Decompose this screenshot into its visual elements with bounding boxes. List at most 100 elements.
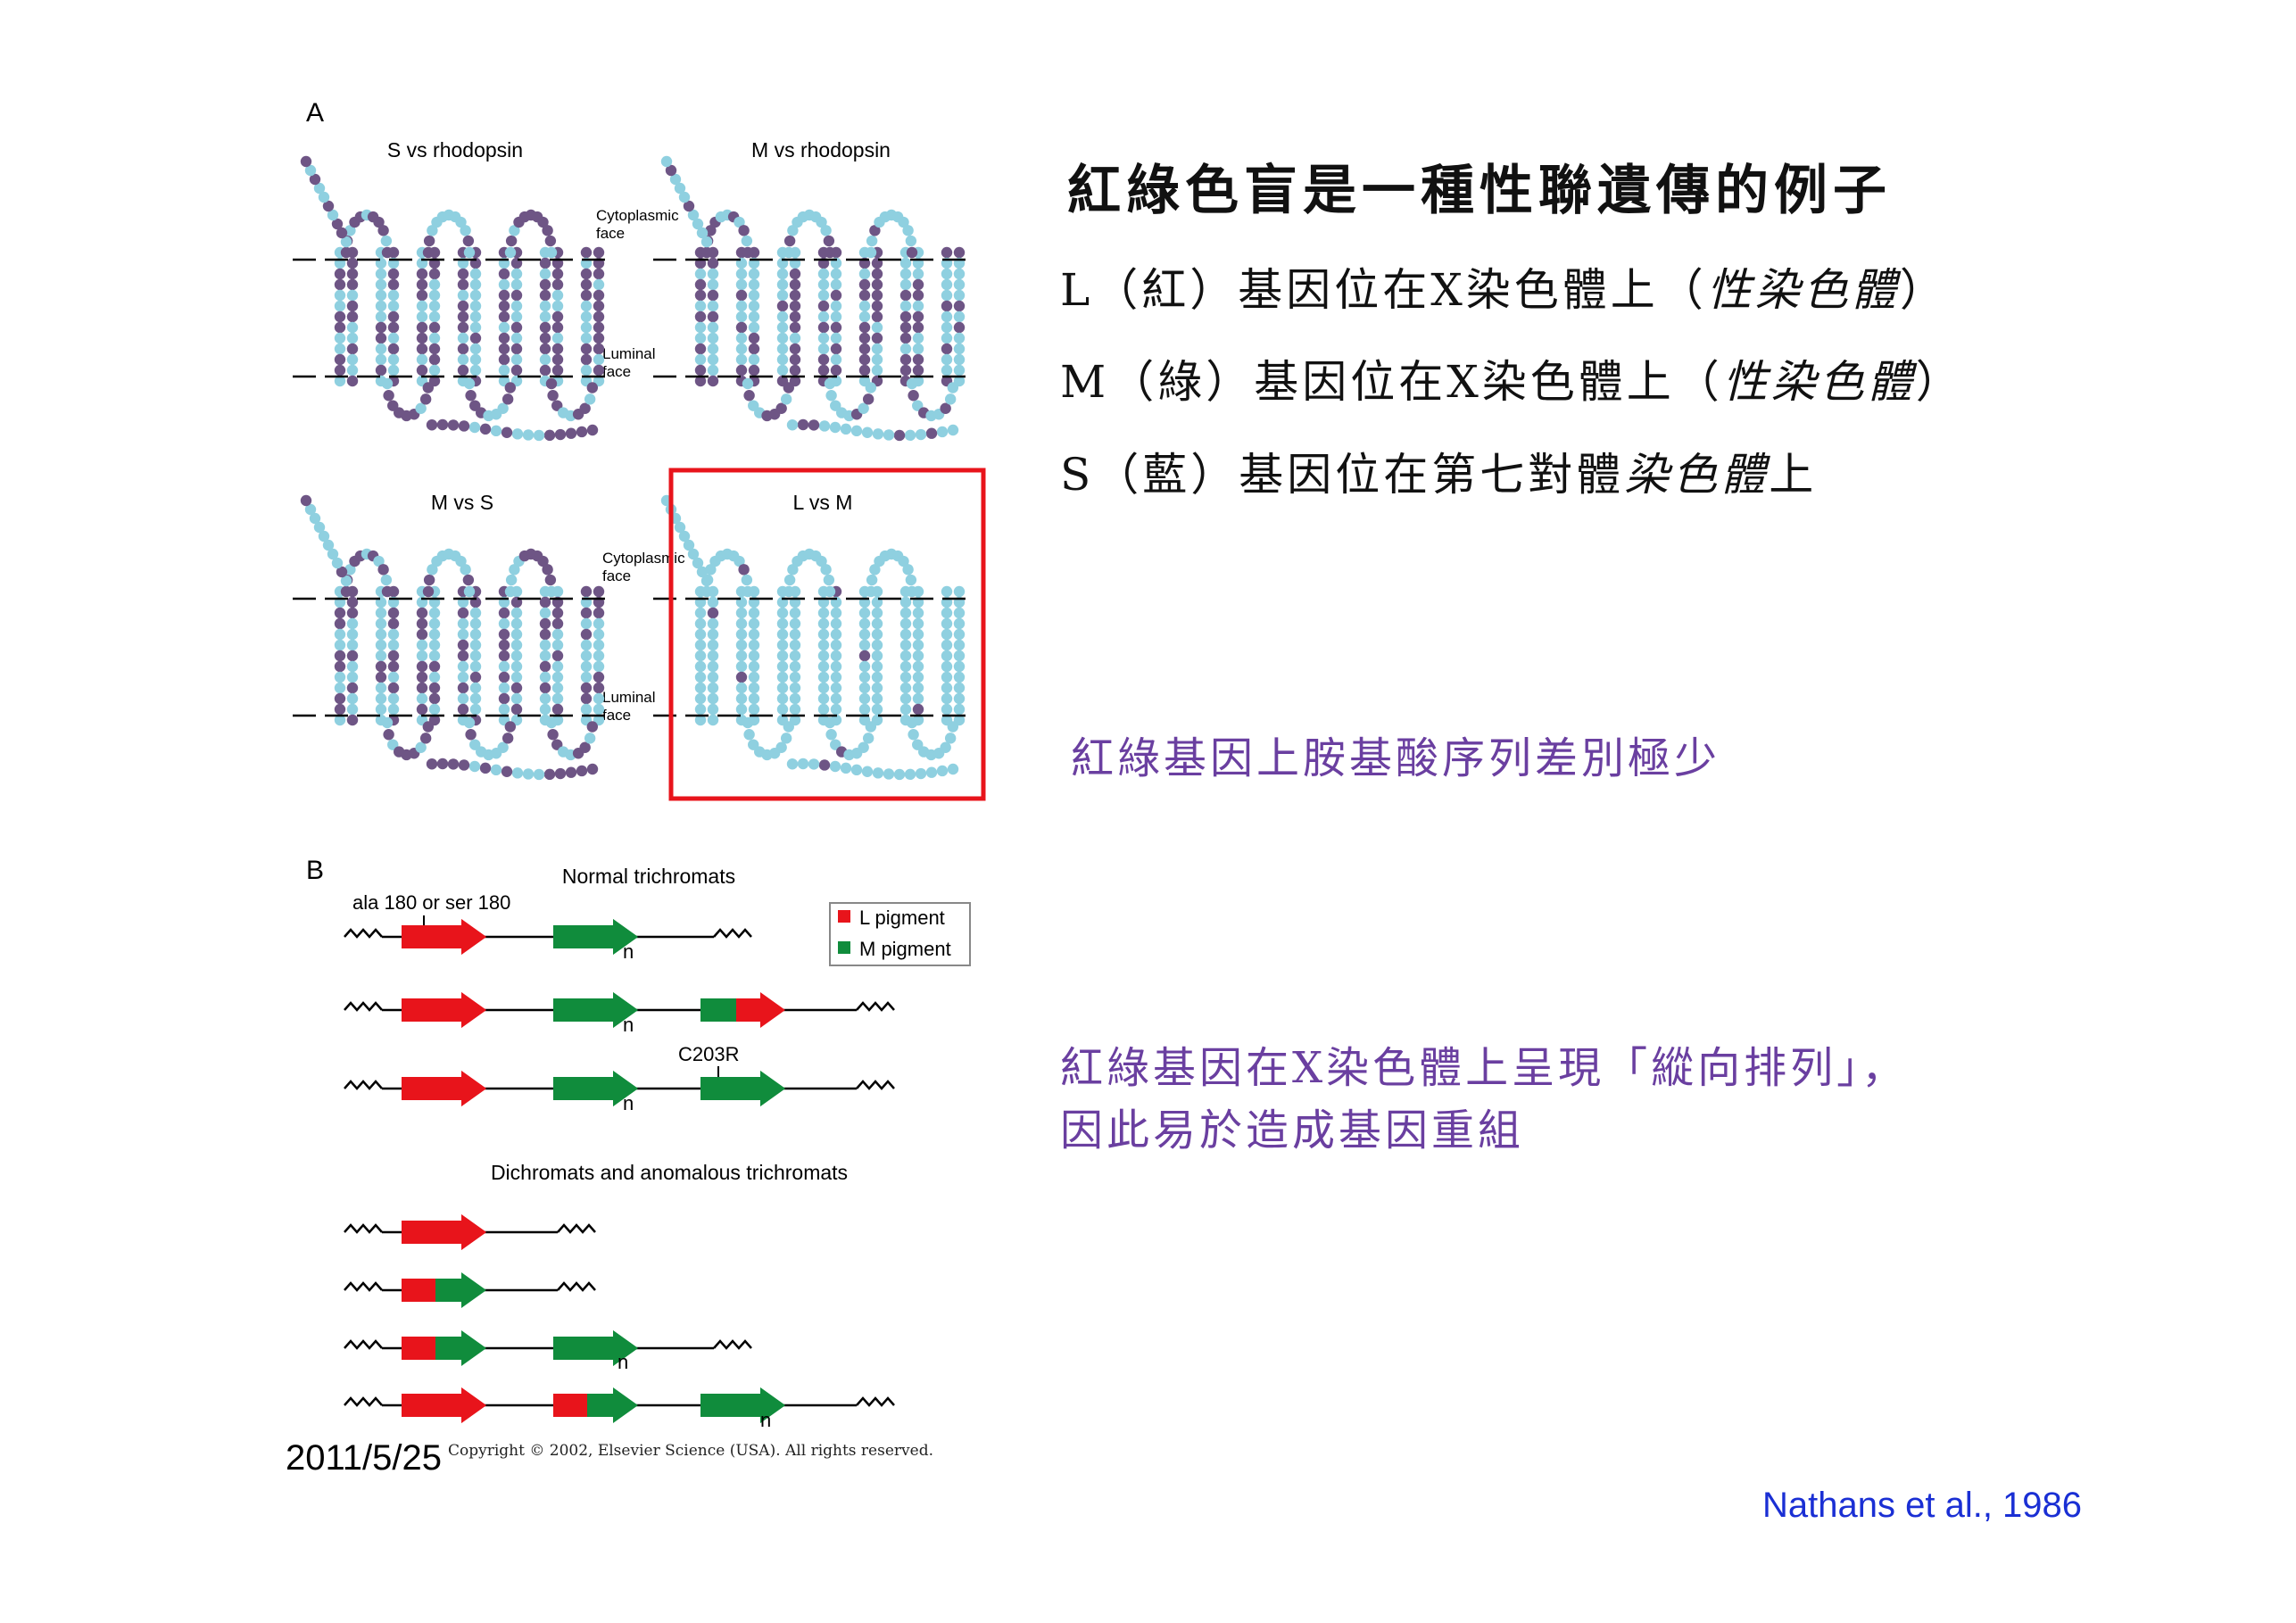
residue: [313, 182, 326, 195]
residue: [593, 300, 605, 312]
bullet-prefix: M（綠）基因位在X染色體上（: [1060, 356, 1723, 408]
residue: [469, 692, 482, 705]
residue: [820, 564, 832, 576]
residue: [381, 716, 394, 729]
residue: [375, 628, 387, 641]
residue: [510, 617, 523, 630]
residue: [428, 682, 441, 694]
residue: [787, 564, 799, 576]
residue: [428, 617, 441, 630]
residue: [817, 364, 830, 377]
residue: [786, 419, 799, 431]
residue: [883, 429, 895, 441]
residue: [694, 364, 707, 377]
gene-arrow: [553, 1071, 638, 1106]
residue: [665, 164, 677, 177]
residue: [941, 278, 953, 291]
residue: [829, 760, 841, 773]
residue: [858, 671, 871, 683]
residue: [416, 268, 428, 280]
residue: [735, 703, 748, 716]
residue: [373, 555, 385, 567]
residue: [375, 650, 387, 662]
residue: [580, 639, 593, 651]
residue: [334, 714, 346, 726]
gene-arrow: [402, 919, 486, 955]
residue: [346, 639, 359, 651]
sequence-difference-note: 紅綠基因上胺基酸序列差別極少: [1071, 733, 1721, 783]
residue: [789, 660, 801, 673]
residue: [678, 530, 691, 542]
residue: [899, 639, 912, 651]
residue: [593, 682, 605, 694]
residue: [953, 617, 966, 630]
residue: [460, 225, 471, 236]
residue: [416, 660, 428, 673]
residue: [824, 585, 836, 598]
residue: [858, 364, 871, 377]
residue: [422, 721, 435, 733]
residue: [469, 617, 482, 630]
residue: [580, 607, 593, 619]
residue: [539, 332, 551, 344]
residue: [871, 332, 883, 344]
residue: [387, 617, 400, 630]
residue: [912, 617, 924, 630]
residue: [416, 332, 428, 344]
residue: [498, 343, 510, 355]
dna-end: [713, 1339, 752, 1350]
residue: [463, 716, 476, 729]
residue: [776, 703, 789, 716]
ala-ser-180-label: ala 180 or ser 180: [352, 891, 510, 914]
residue: [912, 300, 924, 312]
residue: [941, 650, 953, 662]
residue: [871, 343, 883, 355]
residue: [539, 703, 551, 716]
panel-title-m-vs-s: M vs S: [431, 491, 493, 514]
residue: [428, 692, 441, 705]
residue: [428, 300, 441, 312]
residue: [947, 721, 959, 733]
residue: [576, 765, 588, 777]
residue: [696, 227, 709, 239]
residue: [580, 300, 593, 312]
residue: [510, 300, 523, 312]
residue: [707, 607, 719, 619]
residue: [551, 703, 564, 716]
residue: [498, 617, 510, 630]
residue: [941, 703, 953, 716]
residue: [707, 617, 719, 630]
residue: [858, 300, 871, 312]
residue: [830, 650, 842, 662]
residue: [551, 692, 564, 705]
residue: [707, 375, 719, 387]
residue: [580, 585, 593, 598]
residue: [387, 300, 400, 312]
residue: [545, 377, 558, 390]
residue: [455, 216, 467, 228]
residue: [692, 557, 704, 569]
residue: [707, 660, 719, 673]
residue: [463, 585, 476, 598]
residue: [346, 703, 359, 716]
residue: [457, 650, 469, 662]
residue: [817, 639, 830, 651]
residue: [416, 321, 428, 334]
residue: [865, 721, 877, 733]
residue: [497, 741, 509, 753]
residue: [387, 321, 400, 334]
residue: [580, 353, 593, 366]
residue: [817, 300, 830, 312]
residue: [586, 721, 599, 733]
residue: [902, 564, 914, 576]
residue: [416, 278, 428, 291]
dna-end: [344, 928, 383, 939]
residue: [469, 660, 482, 673]
residue: [547, 390, 559, 402]
residue: [820, 225, 832, 236]
residue: [678, 191, 691, 203]
residue: [318, 191, 330, 203]
residue: [340, 585, 352, 598]
residue: [416, 364, 428, 377]
residue: [858, 682, 871, 694]
